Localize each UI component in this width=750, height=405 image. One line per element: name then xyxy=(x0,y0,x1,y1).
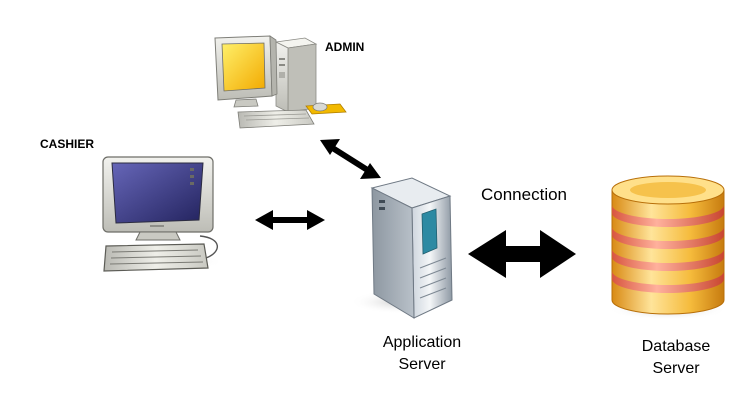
crt-monitor-icon xyxy=(96,156,224,272)
connection-label: Connection xyxy=(481,185,568,204)
database-cylinder-icon xyxy=(608,175,728,320)
database-server-label-line1: Database xyxy=(641,338,711,355)
desktop-computer-icon xyxy=(214,35,347,129)
arrow-admin-appserver xyxy=(320,139,381,179)
database-server-label-line2: Server xyxy=(652,360,700,377)
cashier-label: CASHIER xyxy=(40,137,95,151)
admin-label: ADMIN xyxy=(325,40,365,54)
application-server-label-line1: Application xyxy=(382,334,462,351)
arrow-cashier-appserver xyxy=(255,210,325,230)
application-server-label-line2: Server xyxy=(398,356,446,373)
server-tower-icon xyxy=(350,177,453,319)
arrow-appserver-database xyxy=(468,230,576,278)
database-server-label: Database Server xyxy=(620,336,732,380)
application-server-label: Application Server xyxy=(364,332,480,376)
